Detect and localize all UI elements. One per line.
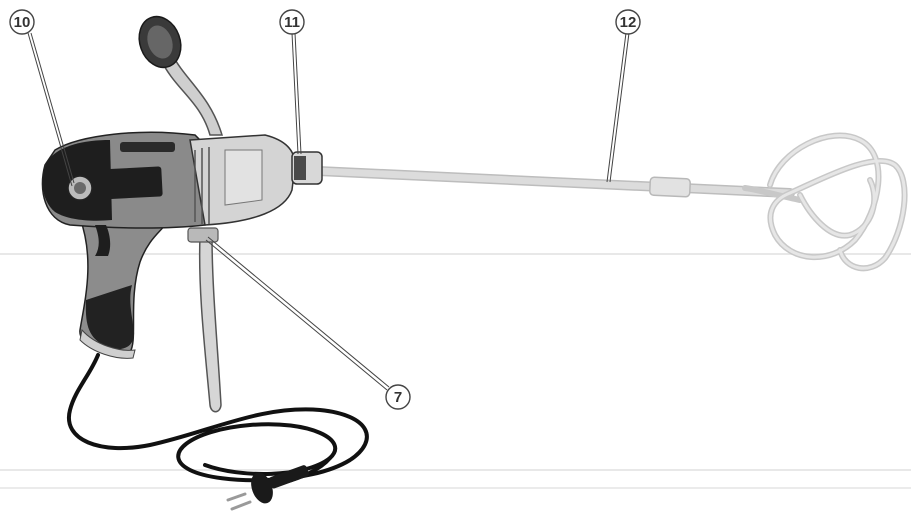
mixing-paddle bbox=[313, 132, 908, 272]
background-guide-lines bbox=[0, 253, 911, 489]
side-handle-clamp bbox=[187, 227, 219, 243]
callout-12: 12 bbox=[615, 9, 641, 35]
paddle-whisk-inner bbox=[768, 134, 907, 270]
callout-11-label: 11 bbox=[284, 14, 300, 31]
trigger bbox=[95, 225, 111, 256]
paddle-whisk bbox=[742, 132, 908, 272]
leader-lines bbox=[27, 32, 630, 391]
top-handle bbox=[138, 15, 224, 136]
side-handle bbox=[187, 227, 222, 413]
housing-ribs bbox=[194, 147, 210, 224]
power-plug bbox=[226, 465, 309, 511]
drill-body bbox=[41, 131, 323, 359]
paddle-coupling bbox=[649, 176, 691, 198]
callout-12-label: 12 bbox=[620, 14, 637, 31]
callout-7-label: 7 bbox=[394, 389, 402, 406]
callout-11: 11 bbox=[279, 9, 305, 35]
callout-10-label: 10 bbox=[14, 14, 31, 31]
callout-7: 7 bbox=[385, 384, 411, 410]
callout-10: 10 bbox=[9, 9, 35, 35]
